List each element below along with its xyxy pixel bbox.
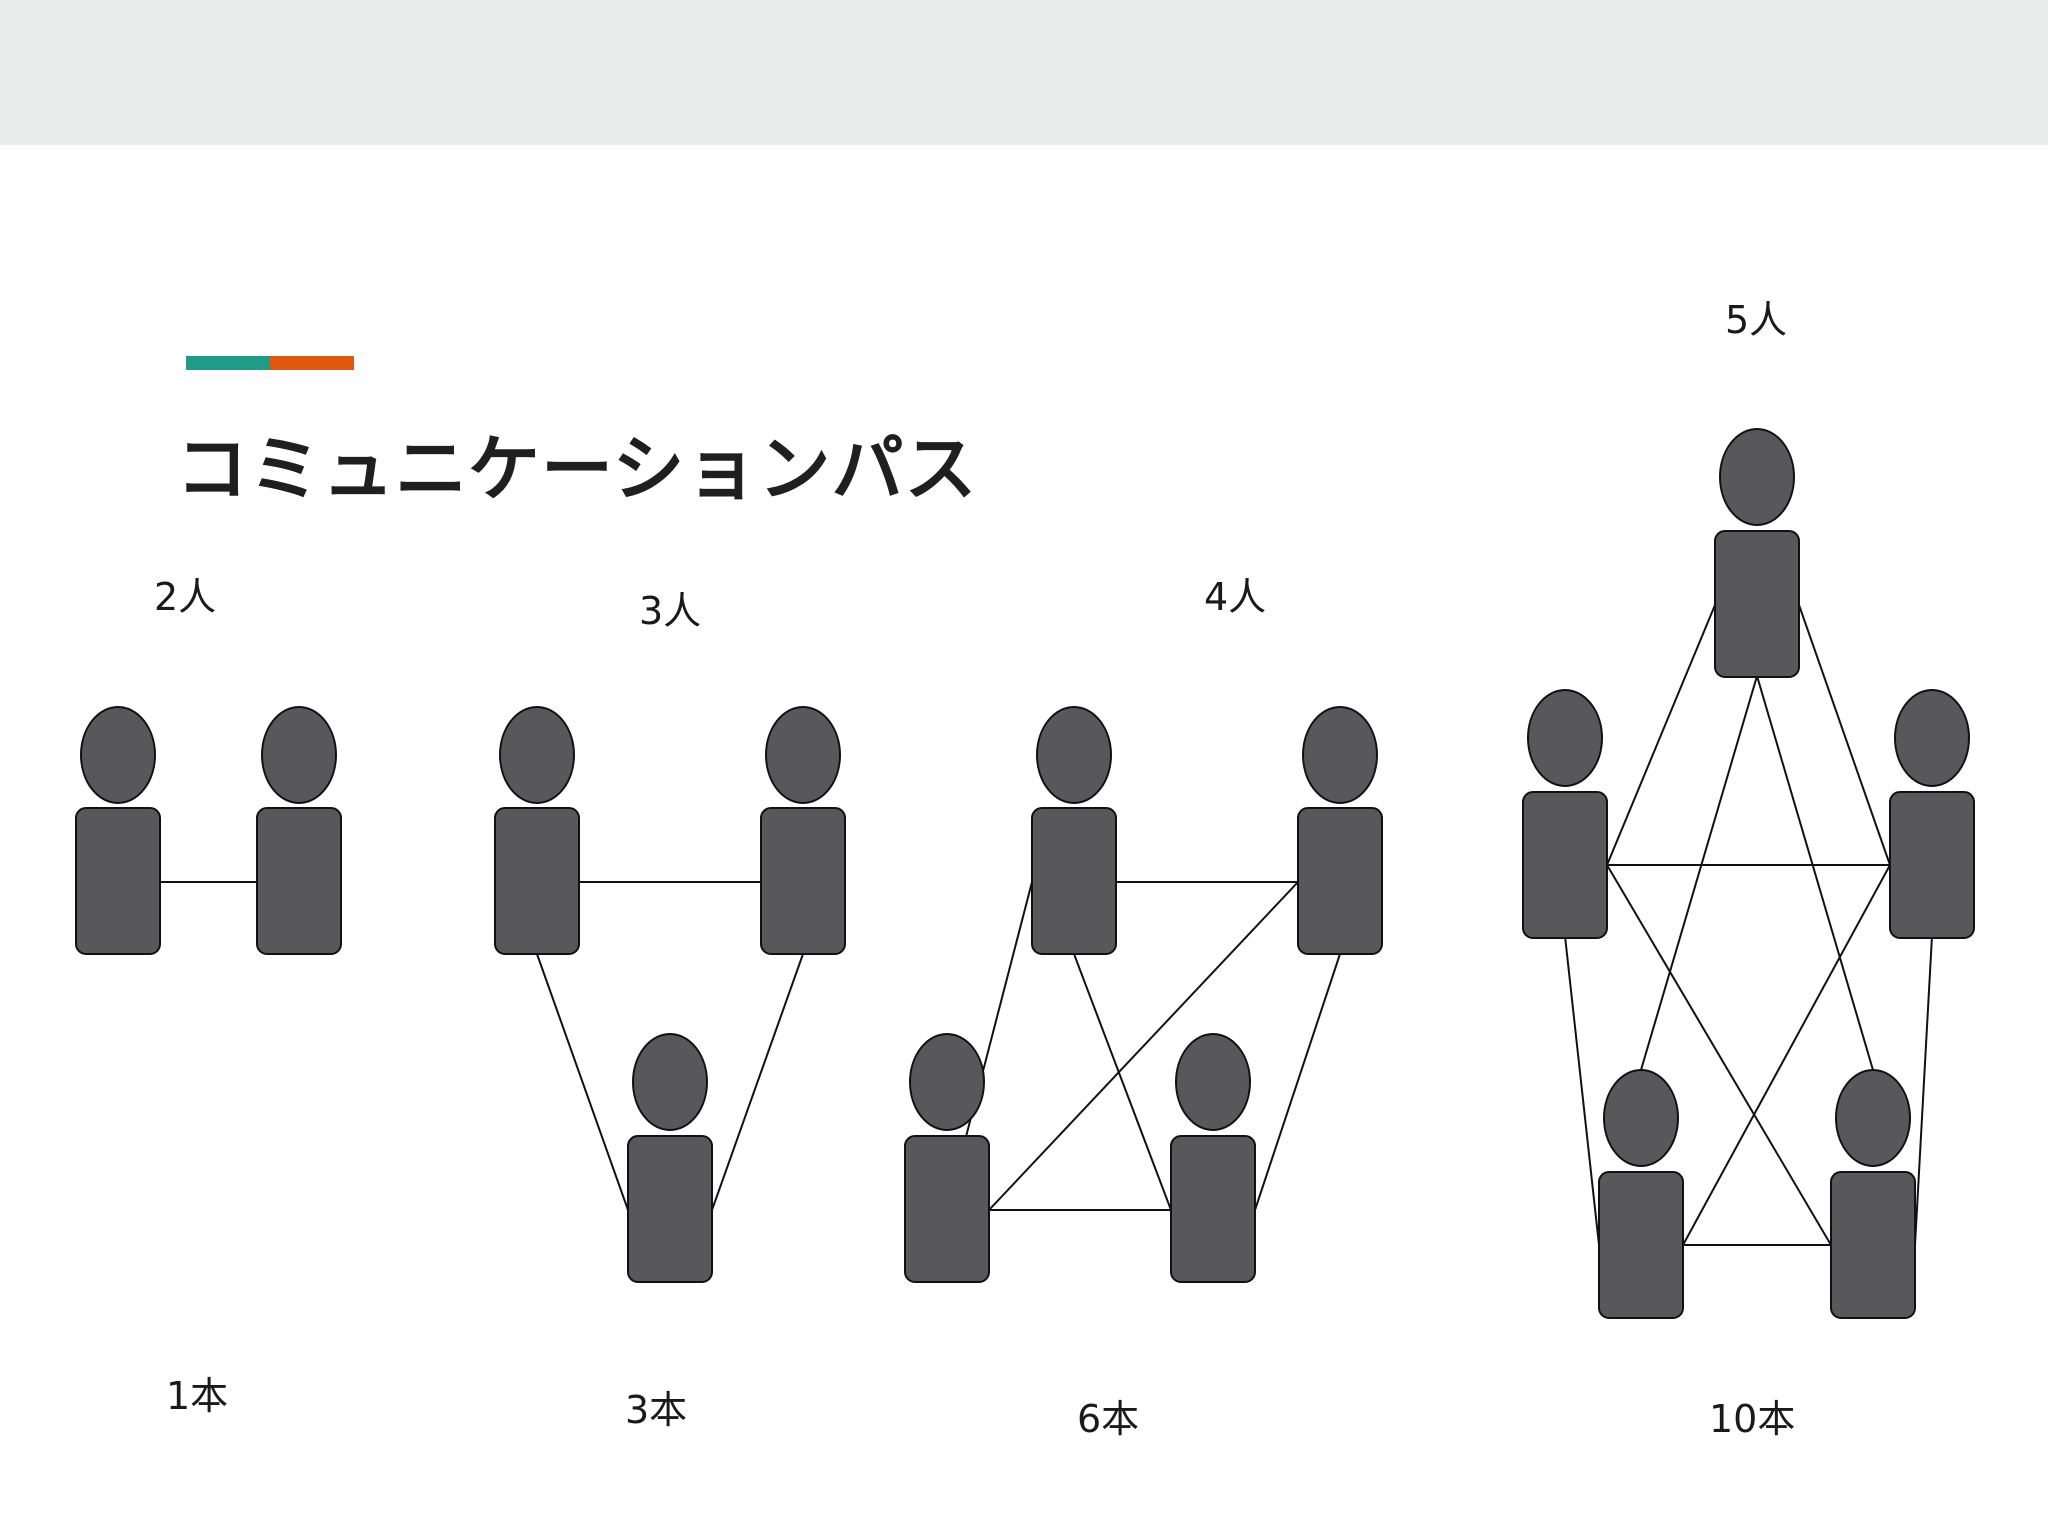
people-label-5: 5人 — [1725, 298, 1788, 342]
communication-link — [1606, 864, 1832, 1246]
communication-link — [1564, 935, 1600, 1246]
person-icon — [1889, 689, 1975, 939]
person-icon — [1522, 689, 1608, 939]
people-label-2: 2人 — [154, 575, 217, 619]
person-head — [80, 706, 156, 804]
people-label-3: 3人 — [639, 589, 702, 633]
person-body — [1170, 1135, 1256, 1283]
communication-link — [711, 953, 804, 1211]
communication-link — [1682, 864, 1891, 1246]
group-4-people — [904, 706, 1383, 1283]
person-body — [627, 1135, 713, 1283]
communication-link — [1756, 675, 1874, 1071]
communication-link — [988, 881, 1299, 1211]
person-icon — [1031, 706, 1117, 955]
group-3-people — [494, 706, 846, 1283]
person-head — [1894, 689, 1970, 787]
person-head — [1302, 706, 1378, 804]
accent-bar-orange — [270, 356, 354, 370]
person-body — [760, 807, 846, 955]
person-body — [1031, 807, 1117, 955]
person-icon — [494, 706, 580, 955]
people-label-4: 4人 — [1204, 575, 1267, 619]
person-icon — [1170, 1033, 1256, 1283]
person-body — [1522, 791, 1608, 939]
communication-link — [1914, 935, 1933, 1246]
paths-label-3: 3本 — [625, 1388, 688, 1432]
person-head — [909, 1033, 985, 1131]
person-head — [1719, 428, 1795, 526]
communication-link — [1640, 675, 1758, 1071]
person-icon — [760, 706, 846, 955]
person-head — [261, 706, 337, 804]
accent-bar-teal — [186, 356, 270, 370]
person-body — [1598, 1171, 1684, 1319]
person-icon — [75, 706, 161, 955]
person-body — [904, 1135, 990, 1283]
person-body — [1889, 791, 1975, 939]
communication-link — [1073, 953, 1172, 1211]
person-body — [1714, 530, 1800, 678]
page-title: コミュニケーションパス — [176, 427, 978, 511]
group-5-people — [1522, 428, 1975, 1319]
person-body — [75, 807, 161, 955]
person-head — [1835, 1069, 1911, 1167]
person-body — [494, 807, 580, 955]
person-head — [765, 706, 841, 804]
person-head — [1603, 1069, 1679, 1167]
person-icon — [1714, 428, 1800, 678]
person-icon — [904, 1033, 990, 1283]
person-body — [1830, 1171, 1916, 1319]
paths-label-10: 10本 — [1709, 1397, 1796, 1441]
person-icon — [1830, 1069, 1916, 1319]
person-icon — [627, 1033, 713, 1283]
group-2-people — [75, 706, 342, 955]
communication-link — [536, 953, 629, 1211]
person-body — [1297, 807, 1383, 955]
person-icon — [1598, 1069, 1684, 1319]
person-head — [1036, 706, 1112, 804]
communication-link — [1798, 604, 1891, 866]
person-body — [256, 807, 342, 955]
person-head — [1175, 1033, 1251, 1131]
person-head — [632, 1033, 708, 1131]
header-band — [0, 0, 2048, 145]
communication-link — [1606, 604, 1716, 866]
paths-label-6: 6本 — [1077, 1397, 1140, 1441]
paths-label-1: 1本 — [166, 1374, 229, 1418]
person-head — [1527, 689, 1603, 787]
person-icon — [1297, 706, 1383, 955]
communication-link — [1254, 953, 1341, 1211]
person-head — [499, 706, 575, 804]
person-icon — [256, 706, 342, 955]
